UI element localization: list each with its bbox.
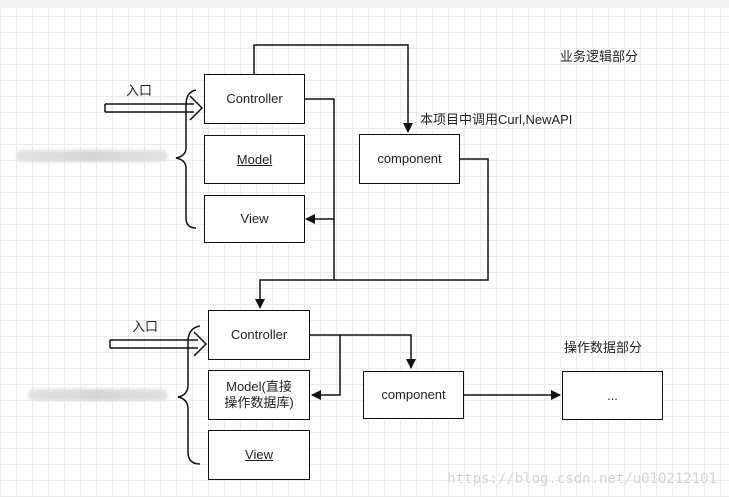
ellipsis-box: ... — [562, 371, 663, 420]
section-label-data: 操作数据部分 — [564, 340, 643, 355]
section-label-business: 业务逻辑部分 — [560, 49, 639, 64]
entry-label-bottom: 入口 — [132, 319, 159, 334]
brace-bottom — [177, 325, 201, 465]
entry-arrow-top — [104, 95, 204, 121]
controller-box-top: Controller — [204, 74, 305, 124]
connector-component-top-down — [334, 158, 489, 281]
watermark: https://blog.csdn.net/u010212101 — [447, 471, 717, 487]
connector-to-lower-controller — [255, 219, 335, 309]
view-box-top: View — [204, 195, 305, 243]
model-box-bottom-line2: 操作数据库) — [224, 395, 294, 410]
model-box-top: Model — [204, 135, 305, 184]
controller-box-bottom: Controller — [208, 310, 310, 360]
blurred-label — [16, 150, 168, 162]
component-box-top: component — [359, 134, 460, 184]
entry-label-top: 入口 — [126, 83, 153, 98]
brace-top — [175, 89, 197, 229]
connector-controller-to-component-bottom — [340, 334, 416, 369]
blurred-label — [28, 389, 168, 401]
api-note: 本项目中调用Curl,NewAPI — [420, 112, 573, 127]
model-box-bottom: Model(直接 操作数据库) — [208, 370, 310, 420]
view-box-bottom: View — [208, 430, 310, 480]
entry-arrow-bottom — [109, 331, 208, 357]
connector-controller-to-component-top — [253, 44, 413, 133]
connector-controller-to-view-top — [304, 98, 335, 224]
top-band — [0, 0, 729, 8]
component-box-bottom: component — [363, 371, 464, 419]
connector-controller-to-model-bottom — [310, 334, 341, 400]
model-box-bottom-line1: Model(直接 — [226, 379, 292, 394]
